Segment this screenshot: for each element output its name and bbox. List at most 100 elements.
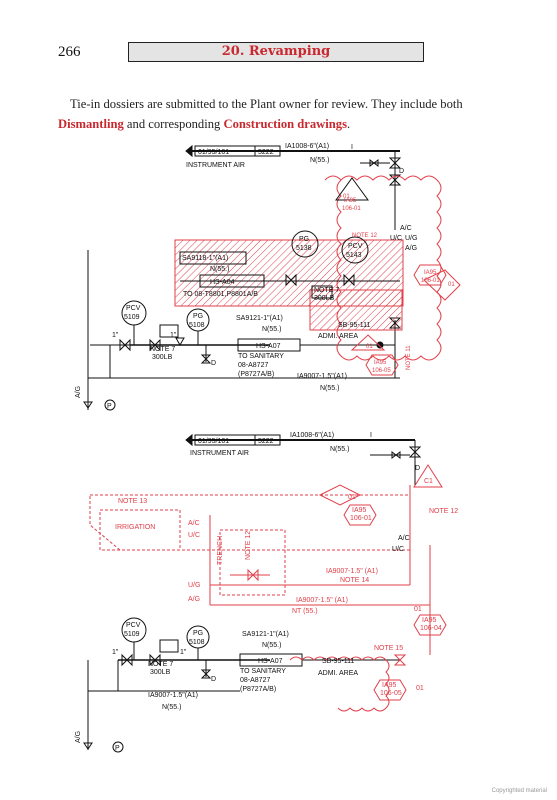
d2-pcv-5109: PCV	[126, 622, 141, 629]
d2-n55: N(55.)	[330, 446, 349, 453]
d2-note14: NOTE 14	[340, 577, 369, 584]
d2-note-r: NOTE 12	[429, 508, 458, 515]
d2-ia95-3: IA95	[382, 682, 397, 689]
d1-sanitary1: TO SANITARY	[238, 353, 284, 360]
d1-pg-5138-num: 5138	[296, 245, 312, 252]
d2-n55d: N(55.)	[162, 704, 181, 711]
d1-ia95-3: IA95	[374, 360, 387, 366]
d2-title-num: 5222	[258, 438, 274, 445]
d2-sa9121: SA9121-1"(A1)	[242, 631, 289, 638]
d2-uc: U/C	[188, 532, 200, 539]
d1-ia95-2: IA95	[424, 270, 437, 276]
d1-300lb: 300LB	[314, 295, 335, 302]
d2-title-label: INSTRUMENT AIR	[190, 450, 249, 457]
d2-note15: NOTE 15	[374, 645, 403, 652]
d1-one-inch2: 1"	[170, 332, 177, 339]
d2-n55r: NT (55.)	[292, 608, 318, 615]
d1-n55b: N(55.)	[210, 266, 229, 273]
d1-ac: A/C	[400, 225, 412, 232]
d2-ia95-3b: 106-05	[380, 690, 402, 697]
d2-ia9007r: IA9007-1.5" (A1)	[326, 568, 378, 575]
d1-sb95: SB-95-111	[338, 322, 371, 329]
d1-title-num: 5222	[258, 149, 274, 156]
d1-line-main: IA1008-6"(A1)	[285, 143, 329, 150]
d1-ag: A/G	[405, 245, 417, 252]
d1-sa9121: SA9121-1"(A1)	[236, 315, 283, 322]
d2-p-label: P	[115, 745, 120, 752]
dismantling-drawing: 01/95/101 5222 INSTRUMENT AIR IA1008-6"(…	[75, 143, 461, 411]
d1-300lb-b: 300LB	[152, 354, 173, 361]
d1-pg-5138: PG	[299, 236, 309, 243]
intro-text-1: Tie-in dossiers are submitted to the Pla…	[70, 97, 463, 111]
d1-d-label2: D	[211, 360, 216, 367]
d1-title-label: INSTRUMENT AIR	[186, 162, 245, 169]
d2-pg-5108: PG	[193, 630, 203, 637]
d1-c01: 01	[343, 194, 350, 200]
d1-to-line: TO 08-T8801,P8801A/B	[183, 291, 258, 298]
d2-line-main: IA1008-6"(A1)	[290, 432, 334, 439]
d2-n55c: N(55.)	[262, 642, 281, 649]
d1-ia95-3b: 106-05	[372, 368, 391, 374]
construction-drawing: 01/95/101 5222 INSTRUMENT AIR IA1008-6"(…	[75, 432, 458, 753]
d2-ag2: A/G	[75, 731, 82, 743]
d2-title-id: 01/95/101	[198, 438, 229, 445]
d2-admi: ADMI. AREA	[318, 670, 358, 677]
d1-ia95-2b: 106-01	[421, 278, 440, 284]
page-number: 266	[58, 44, 81, 60]
d1-pcv-5143-num: 5143	[346, 252, 362, 259]
d2-ia95-2: IA95	[422, 617, 437, 624]
d2-ia95-2b: 106-04	[420, 625, 442, 632]
d1-sanitary3: (P8727A/B)	[238, 371, 274, 378]
d1-ag2: A/G	[75, 386, 82, 398]
d1-hs-a07: HS-A07	[256, 343, 281, 350]
d1-ia9007: IA9007-1.5"(A1)	[297, 373, 347, 380]
construction-highlight: Construction drawings	[223, 117, 347, 131]
d1-d-label: D	[399, 168, 404, 175]
d1-pcv-5109-num: 5109	[124, 314, 140, 321]
d2-d-label2: D	[211, 676, 216, 683]
d2-one-inch2: 1"	[180, 649, 187, 656]
d2-hs-a07: HS-A07	[258, 658, 283, 665]
d2-ac: A/C	[188, 520, 200, 527]
d2-one-inch: 1"	[112, 649, 119, 656]
d1-hs-a04: HS-A04	[210, 279, 235, 286]
d2-c01c: 01	[416, 685, 424, 692]
d1-ia95-1b: 106-01	[342, 206, 361, 212]
d2-note7: NOTE 7	[148, 661, 173, 668]
d1-pcv-5143: PCV	[348, 243, 363, 250]
d1-c01b: 01	[448, 282, 455, 288]
d2-note13: NOTE 13	[118, 498, 147, 505]
d1-n55c: N(55.)	[262, 326, 281, 333]
d2-pcv-5109-num: 5109	[124, 631, 140, 638]
d1-ia95-1: IA95	[344, 198, 357, 204]
d2-300lb: 300LB	[150, 669, 171, 676]
d1-sanitary2: 08-A8727	[238, 362, 268, 369]
d2-ia9007: IA9007-1.5"(A1)	[148, 692, 198, 699]
chapter-title: 20. Revamping	[128, 42, 424, 62]
d2-i-mark: I	[370, 432, 372, 439]
d2-pg-5108-num: 5108	[189, 639, 205, 646]
d1-p-label: P	[107, 403, 112, 410]
d2-ac2: A/C	[398, 535, 410, 542]
d1-sa9118: SA9118-1"(A1)	[182, 255, 228, 262]
d2-trench: TRENCH	[217, 536, 224, 565]
d2-sanitary3: (P8727A/B)	[240, 686, 276, 693]
d1-uc: U/C	[390, 235, 402, 242]
d1-pg-5108-num: 5108	[189, 322, 205, 329]
d1-note7: NOTE 7	[314, 287, 339, 294]
intro-text-3: .	[346, 117, 351, 131]
d2-ug: U/G	[188, 582, 200, 589]
d1-one-inch: 1"	[112, 332, 119, 339]
intro-paragraph: Tie-in dossiers are submitted to the Pla…	[58, 94, 508, 134]
copyright-notice: Copyrighted material	[491, 788, 547, 794]
d2-ag: A/G	[188, 596, 200, 603]
d2-c01b: 01	[414, 606, 422, 613]
d2-irrigation: IRRIGATION	[115, 524, 155, 531]
d1-n55: N(55.)	[310, 157, 329, 164]
d2-c01: 01	[348, 494, 356, 501]
d2-sb95: SB-95-111	[322, 658, 355, 665]
d2-note12: NOTE 12	[245, 531, 252, 560]
d1-c01c: 01	[366, 344, 373, 350]
d2-ia9007r2: IA9007-1.5" (A1)	[296, 597, 348, 604]
d1-title-id: 01/95/101	[198, 149, 229, 156]
